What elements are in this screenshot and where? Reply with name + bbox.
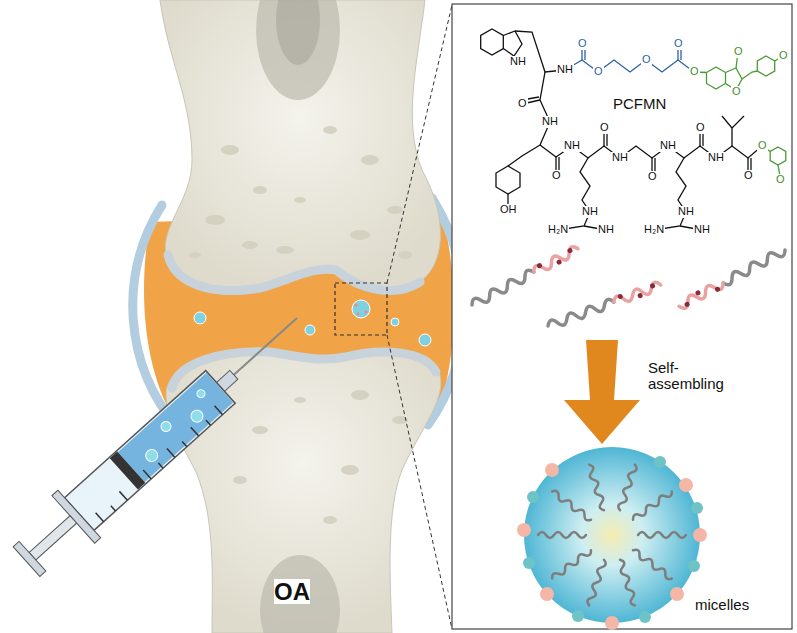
atom-label: O [733,46,744,58]
process-label: Self-assembling [648,360,740,392]
atom-label: O [577,38,588,50]
atom-label: NH [581,206,599,218]
atom-label: NH [597,224,615,236]
atom-label: O [599,122,610,134]
atom-label: O [673,38,684,50]
atom-label: H₂N [643,224,665,236]
atom-label: NH [509,56,527,68]
atom-label: O [593,66,604,78]
atom-label: NH [541,116,559,128]
atom-label: NH [659,140,677,152]
atom-label: O [757,140,768,152]
atom-label: NH [707,152,725,164]
atom-label: NH [693,224,711,236]
atom-label: NH [677,206,695,218]
atom-label: O [517,98,528,110]
atom-label: OH [499,204,518,216]
atom-label: H₂N [547,224,569,236]
atom-label: O [641,54,652,66]
atom-label: O [743,170,754,182]
atom-label: NH [563,140,581,152]
joint-label: OA [274,579,310,604]
atom-label: NH [611,152,629,164]
atom-label: O [695,122,706,134]
atom-label: O [775,174,786,186]
atom-label: O [731,86,742,98]
atom-label: O [778,50,789,62]
atom-label: O [647,171,658,183]
atom-label: NH [556,64,574,76]
structure-label: micelles [695,597,749,613]
compound-name: PCFMN [613,96,666,112]
atom-label: O [689,66,700,78]
atom-label: O [551,170,562,182]
